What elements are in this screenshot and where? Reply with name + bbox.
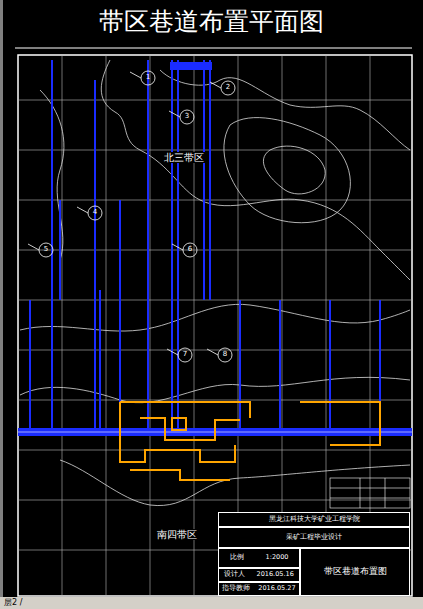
drawing-title: 带区巷道布置平面图 [0,8,423,36]
cell-text: 2016.05.27 [258,585,295,592]
callout-number: 7 [183,351,187,359]
callout-number: 8 [223,351,227,359]
callout-circles [28,71,235,362]
cell-text: 1:2000 [266,554,289,561]
cell-text: 比例 [230,554,244,561]
callout-number: 5 [44,246,48,254]
cell-text: 黑龙江科技大学矿业工程学院 [269,516,360,523]
drawing-name-cell: 带区巷道布置图 [300,548,410,596]
status-bar [0,597,423,609]
tutor-cell: 指导教师 2016.05.27 [218,582,300,596]
cell-text: 带区巷道布置图 [324,567,387,577]
contour-lines [20,60,410,506]
drawing-frame [18,55,412,596]
coordinate-grid [18,55,412,596]
callout-number: 1 [146,74,150,82]
callout-number: 2 [226,84,230,92]
window-edge [0,0,3,597]
table-lines [330,478,410,508]
area-name: 北三带区 [163,152,205,163]
roadways [30,60,380,430]
layer-tab: 层2 / [4,599,22,608]
callout-number: 3 [185,113,189,121]
orange-tunnels [120,402,380,480]
cell-text: 设计人 [224,571,245,578]
callout-number: 4 [93,209,97,217]
cell-text: 2016.05.16 [257,571,294,578]
scale-cell: 比例 1:2000 [218,548,300,568]
title-rule [15,48,412,49]
designer-cell: 设计人 2016.05.16 [218,568,300,582]
project-cell: 采矿工程毕业设计 [218,527,410,548]
cell-text: 采矿工程毕业设计 [286,534,342,541]
area-name: 南四带区 [156,529,198,540]
callout-number: 6 [188,246,192,254]
school-cell: 黑龙江科技大学矿业工程学院 [218,512,410,527]
cell-text: 指导教师 [222,585,250,592]
